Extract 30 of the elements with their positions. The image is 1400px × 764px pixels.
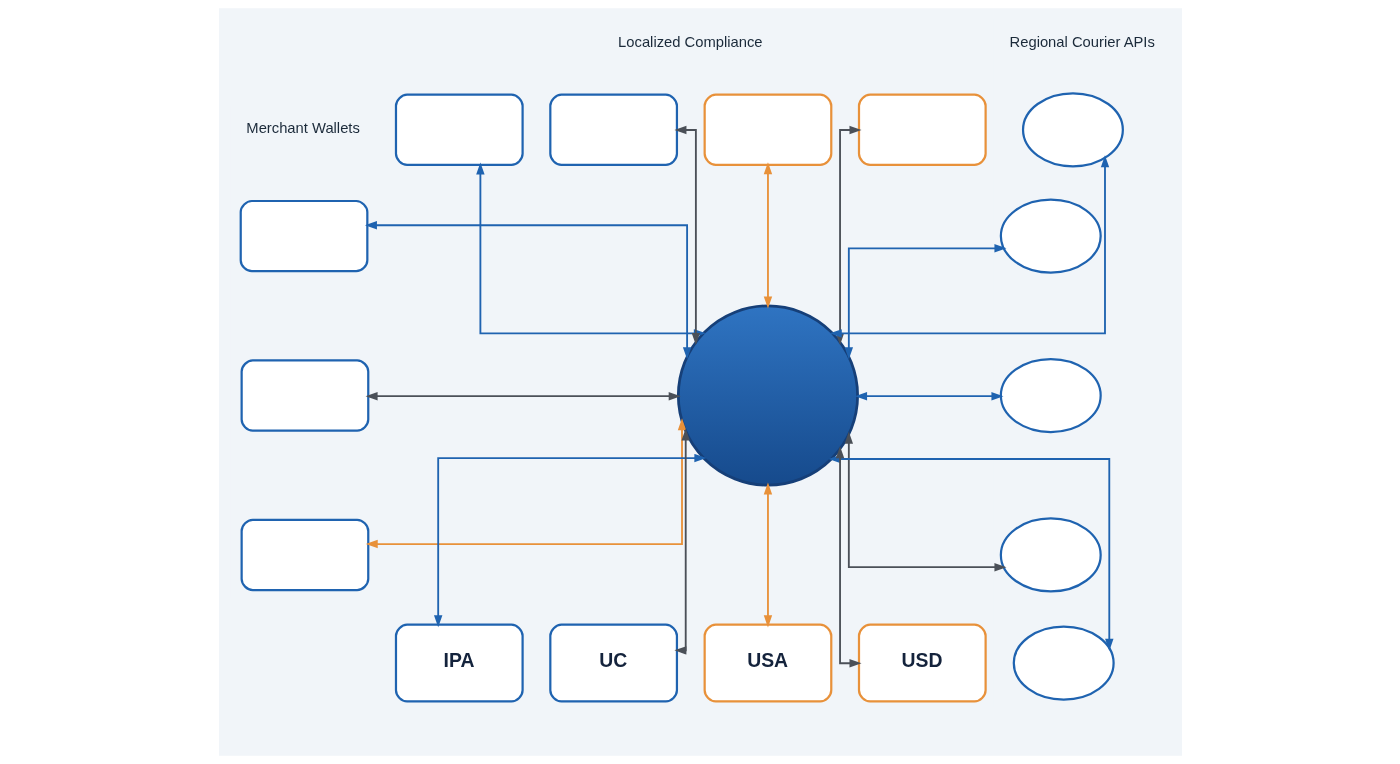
node-box bbox=[239, 199, 368, 273]
arrow bbox=[365, 391, 681, 401]
node-box: UC bbox=[548, 623, 678, 703]
node-box: USA bbox=[703, 623, 832, 703]
arrow bbox=[763, 162, 772, 309]
node-box bbox=[394, 93, 524, 167]
node-box: IPA bbox=[394, 623, 524, 703]
arrow bbox=[364, 221, 691, 360]
label: Merchant Wallets bbox=[245, 120, 360, 137]
arrow bbox=[854, 391, 1003, 401]
node-box bbox=[548, 93, 678, 167]
arrow bbox=[673, 428, 690, 655]
node-oval bbox=[999, 357, 1102, 434]
node-box bbox=[240, 359, 369, 432]
node-oval bbox=[999, 517, 1102, 593]
node-oval bbox=[999, 198, 1102, 274]
node-box bbox=[857, 93, 987, 167]
node-box: USD bbox=[857, 623, 987, 703]
arrow bbox=[763, 482, 772, 628]
arrow bbox=[673, 125, 700, 345]
node-box bbox=[703, 93, 832, 167]
arrow bbox=[433, 453, 706, 628]
arrow bbox=[844, 244, 1006, 360]
arrow bbox=[835, 446, 861, 668]
node-box bbox=[240, 518, 369, 592]
arrow bbox=[365, 418, 686, 549]
arrow bbox=[844, 431, 1006, 572]
arrow bbox=[829, 155, 1109, 338]
label: Localized Compliance bbox=[617, 33, 763, 50]
label: Regional Courier APIs bbox=[1009, 33, 1155, 50]
